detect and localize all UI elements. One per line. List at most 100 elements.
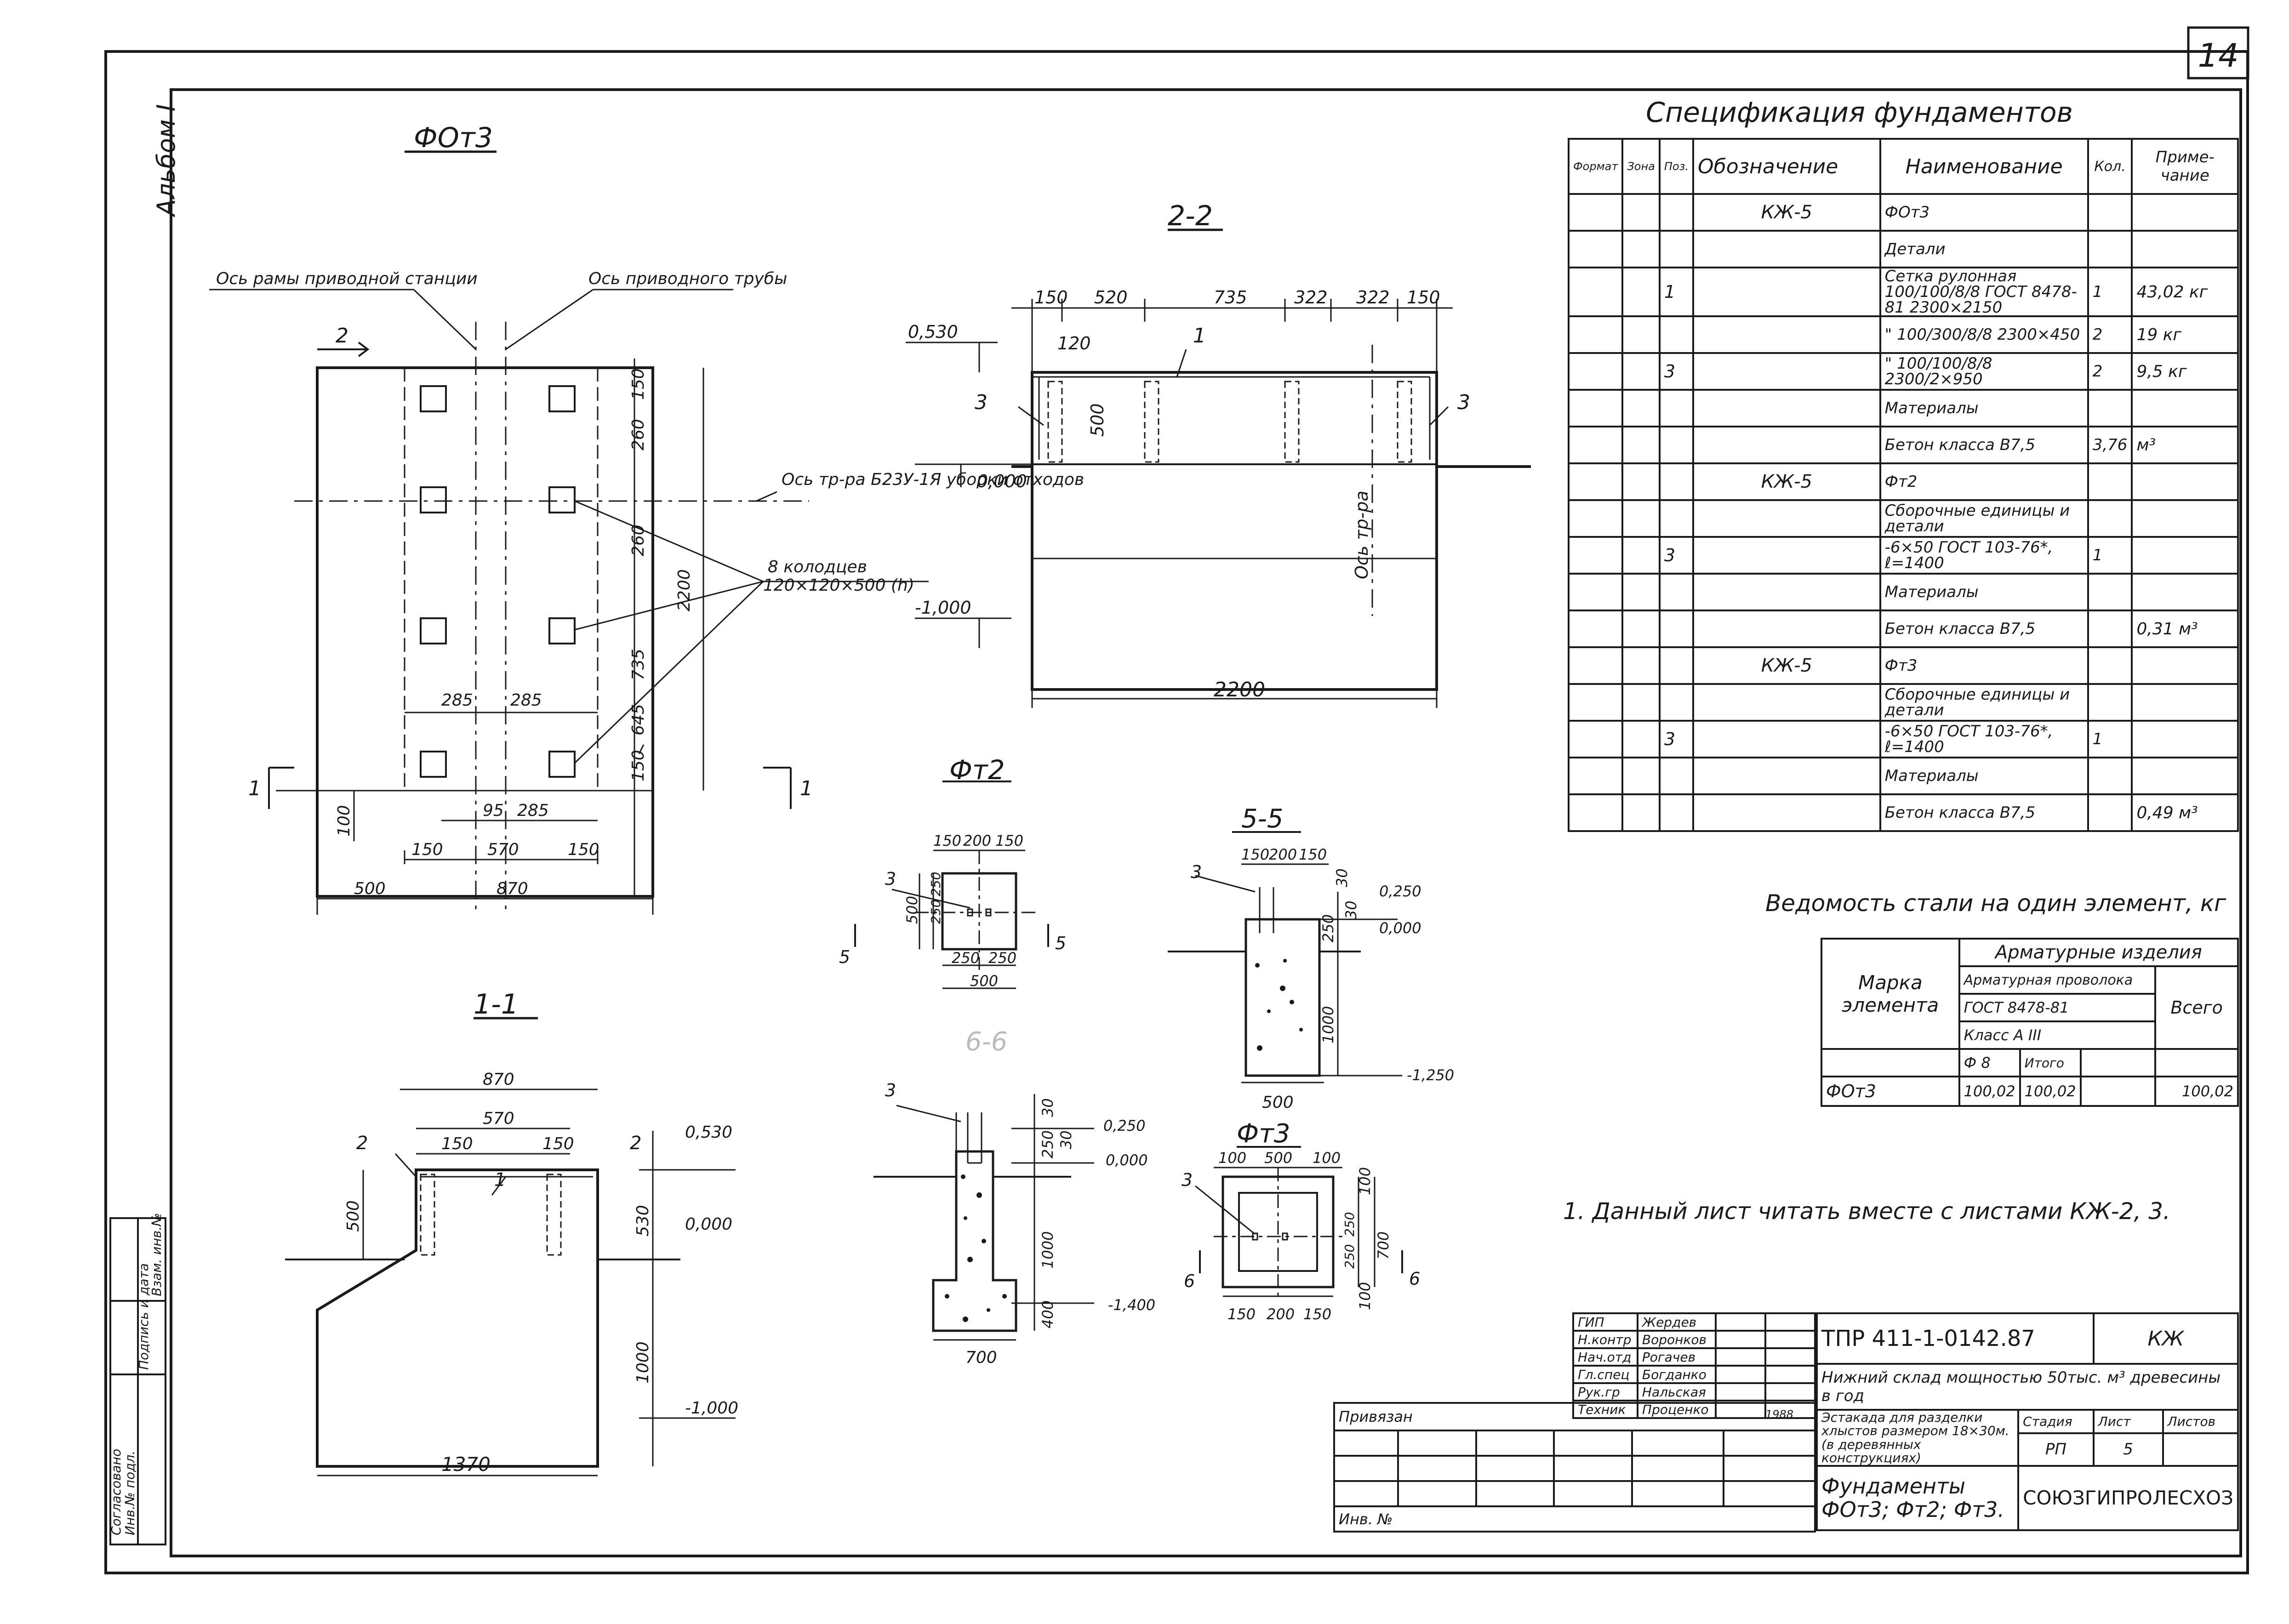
level: 0,250 — [1379, 883, 1421, 900]
level: 0,530 — [685, 1123, 732, 1142]
dim: 250 — [1039, 1130, 1056, 1158]
dim: 250 — [1319, 914, 1337, 942]
steel-vsego: Всего — [2154, 965, 2239, 1050]
fm2-labels: Фт2 150 200 150 500 250 250 250 250 500 … — [839, 754, 1066, 990]
spec-cell-pos — [1658, 499, 1694, 538]
callout: 1 — [1193, 324, 1206, 348]
spec-cell-qty — [2087, 646, 2133, 685]
spec-cell-designation — [1692, 315, 1881, 354]
dim: 100 — [335, 805, 354, 837]
spec-cell-designation: КЖ-5 — [1692, 193, 1881, 232]
steel-row-vsego: 100,02 — [2154, 1076, 2239, 1107]
signature-name: Богданко — [1636, 1365, 1717, 1384]
signature-sign — [1714, 1382, 1766, 1402]
dim: 100 — [1356, 1282, 1374, 1310]
steel-row-d8: 100,02 — [1958, 1076, 2021, 1107]
spec-cell-designation — [1692, 389, 1881, 427]
spec-cell-name: Сборочные единицы и детали — [1879, 499, 2089, 538]
dim: 1000 — [1039, 1231, 1056, 1269]
callout: 3 — [885, 869, 896, 889]
spec-cell-zone — [1621, 610, 1661, 648]
dim: 260 — [629, 524, 648, 556]
spec-cell-zone — [1621, 720, 1661, 758]
signature-sign — [1714, 1312, 1766, 1332]
level: 0,000 — [977, 471, 1027, 491]
spec-row: Материалы — [1567, 389, 2239, 427]
signature-sign — [1714, 1347, 1766, 1367]
signature-name: Рогачев — [1636, 1347, 1717, 1367]
dim: 520 — [1094, 287, 1128, 308]
dim: 735 — [629, 649, 648, 680]
dim: 95 — [483, 801, 504, 820]
spec-row: Материалы — [1567, 573, 2239, 611]
spec-cell-pos — [1658, 426, 1694, 464]
spec-cell-zone — [1621, 646, 1661, 685]
signature-role: Н.контр — [1572, 1330, 1638, 1349]
level: 0,250 — [1103, 1117, 1146, 1134]
callout: 3 — [1191, 862, 1202, 882]
dim: 500 — [344, 1200, 363, 1232]
dim: 530 — [634, 1205, 652, 1237]
dim: 500 — [903, 896, 921, 924]
spec-cell-qty: 1 — [2087, 536, 2133, 575]
spec-cell-note — [2131, 683, 2239, 722]
spec-cell-format — [1567, 573, 1624, 611]
signature-date — [1764, 1382, 1816, 1402]
spec-cell-pos — [1658, 573, 1694, 611]
dim: 500 — [354, 879, 386, 898]
side-strip-labels: Согласовано Инв.№ подл. Подпись и дата В… — [108, 1213, 164, 1535]
axis-label: Ось тр-ра — [1352, 490, 1372, 579]
spec-cell-designation — [1692, 720, 1881, 758]
spec-cell-qty — [2087, 757, 2133, 795]
spec-cell-designation — [1692, 267, 1881, 317]
signature-role: Рук.гр — [1572, 1382, 1638, 1402]
level: 0,530 — [908, 322, 958, 342]
steel-class: Класс А III — [1958, 1020, 2157, 1050]
dim: 870 — [497, 879, 528, 898]
dim: 150 — [1303, 1305, 1331, 1323]
dim: 150 — [568, 840, 599, 859]
steel-mark-header: Марка элемента — [1821, 938, 1960, 1050]
side-vzam: Взам. инв.№ — [149, 1213, 164, 1296]
spec-cell-format — [1567, 315, 1624, 354]
signature-role: ГИП — [1572, 1312, 1638, 1332]
spec-title: Спецификация фундаментов — [1646, 97, 2073, 129]
spec-cell-format — [1567, 389, 1624, 427]
spec-row: Материалы — [1567, 757, 2239, 795]
spec-cell-qty — [2087, 193, 2133, 232]
spec-cell-note — [2131, 230, 2239, 268]
spec-cell-format — [1567, 610, 1624, 648]
signature-date — [1764, 1330, 1816, 1349]
callout: 3 — [885, 1080, 896, 1100]
section-mark: 6 — [1184, 1271, 1195, 1291]
dim: 700 — [1375, 1231, 1392, 1259]
spec-cell-note: 43,02 кг — [2131, 267, 2239, 317]
dim: 150 — [933, 832, 961, 849]
spec-cell-note — [2131, 757, 2239, 795]
fm3-title: Фт3 — [1237, 1119, 1290, 1149]
spec-cell-format — [1567, 720, 1624, 758]
dim: 250 — [1342, 1244, 1357, 1269]
level: -1,000 — [915, 598, 971, 618]
steel-sub1: Арматурная проволока — [1958, 965, 2157, 995]
section-2-2 — [906, 228, 1531, 708]
side-podpis: Подпись и дата — [136, 1263, 151, 1370]
side-inv-podl: Инв.№ подл. — [122, 1451, 137, 1535]
fm2-plan — [854, 781, 1049, 989]
level: 0,000 — [1106, 1151, 1148, 1169]
spec-cell-qty: 1 — [2087, 267, 2133, 317]
dim: 645 — [629, 704, 648, 735]
spec-cell-pos — [1658, 646, 1694, 685]
level: 0,000 — [685, 1215, 732, 1234]
dim: 150 — [995, 832, 1023, 849]
spec-cell-pos — [1658, 793, 1694, 832]
spec-cell-name: Бетон класса В7,5 — [1879, 610, 2089, 648]
callout: 3 — [1457, 391, 1470, 414]
spec-cell-designation — [1692, 499, 1881, 538]
fom3-labels: Ось рамы приводной станции Ось приводног… — [216, 269, 1084, 898]
axis-drive-label: Ось приводного трубы — [588, 269, 787, 288]
spec-cell-qty — [2087, 389, 2133, 427]
